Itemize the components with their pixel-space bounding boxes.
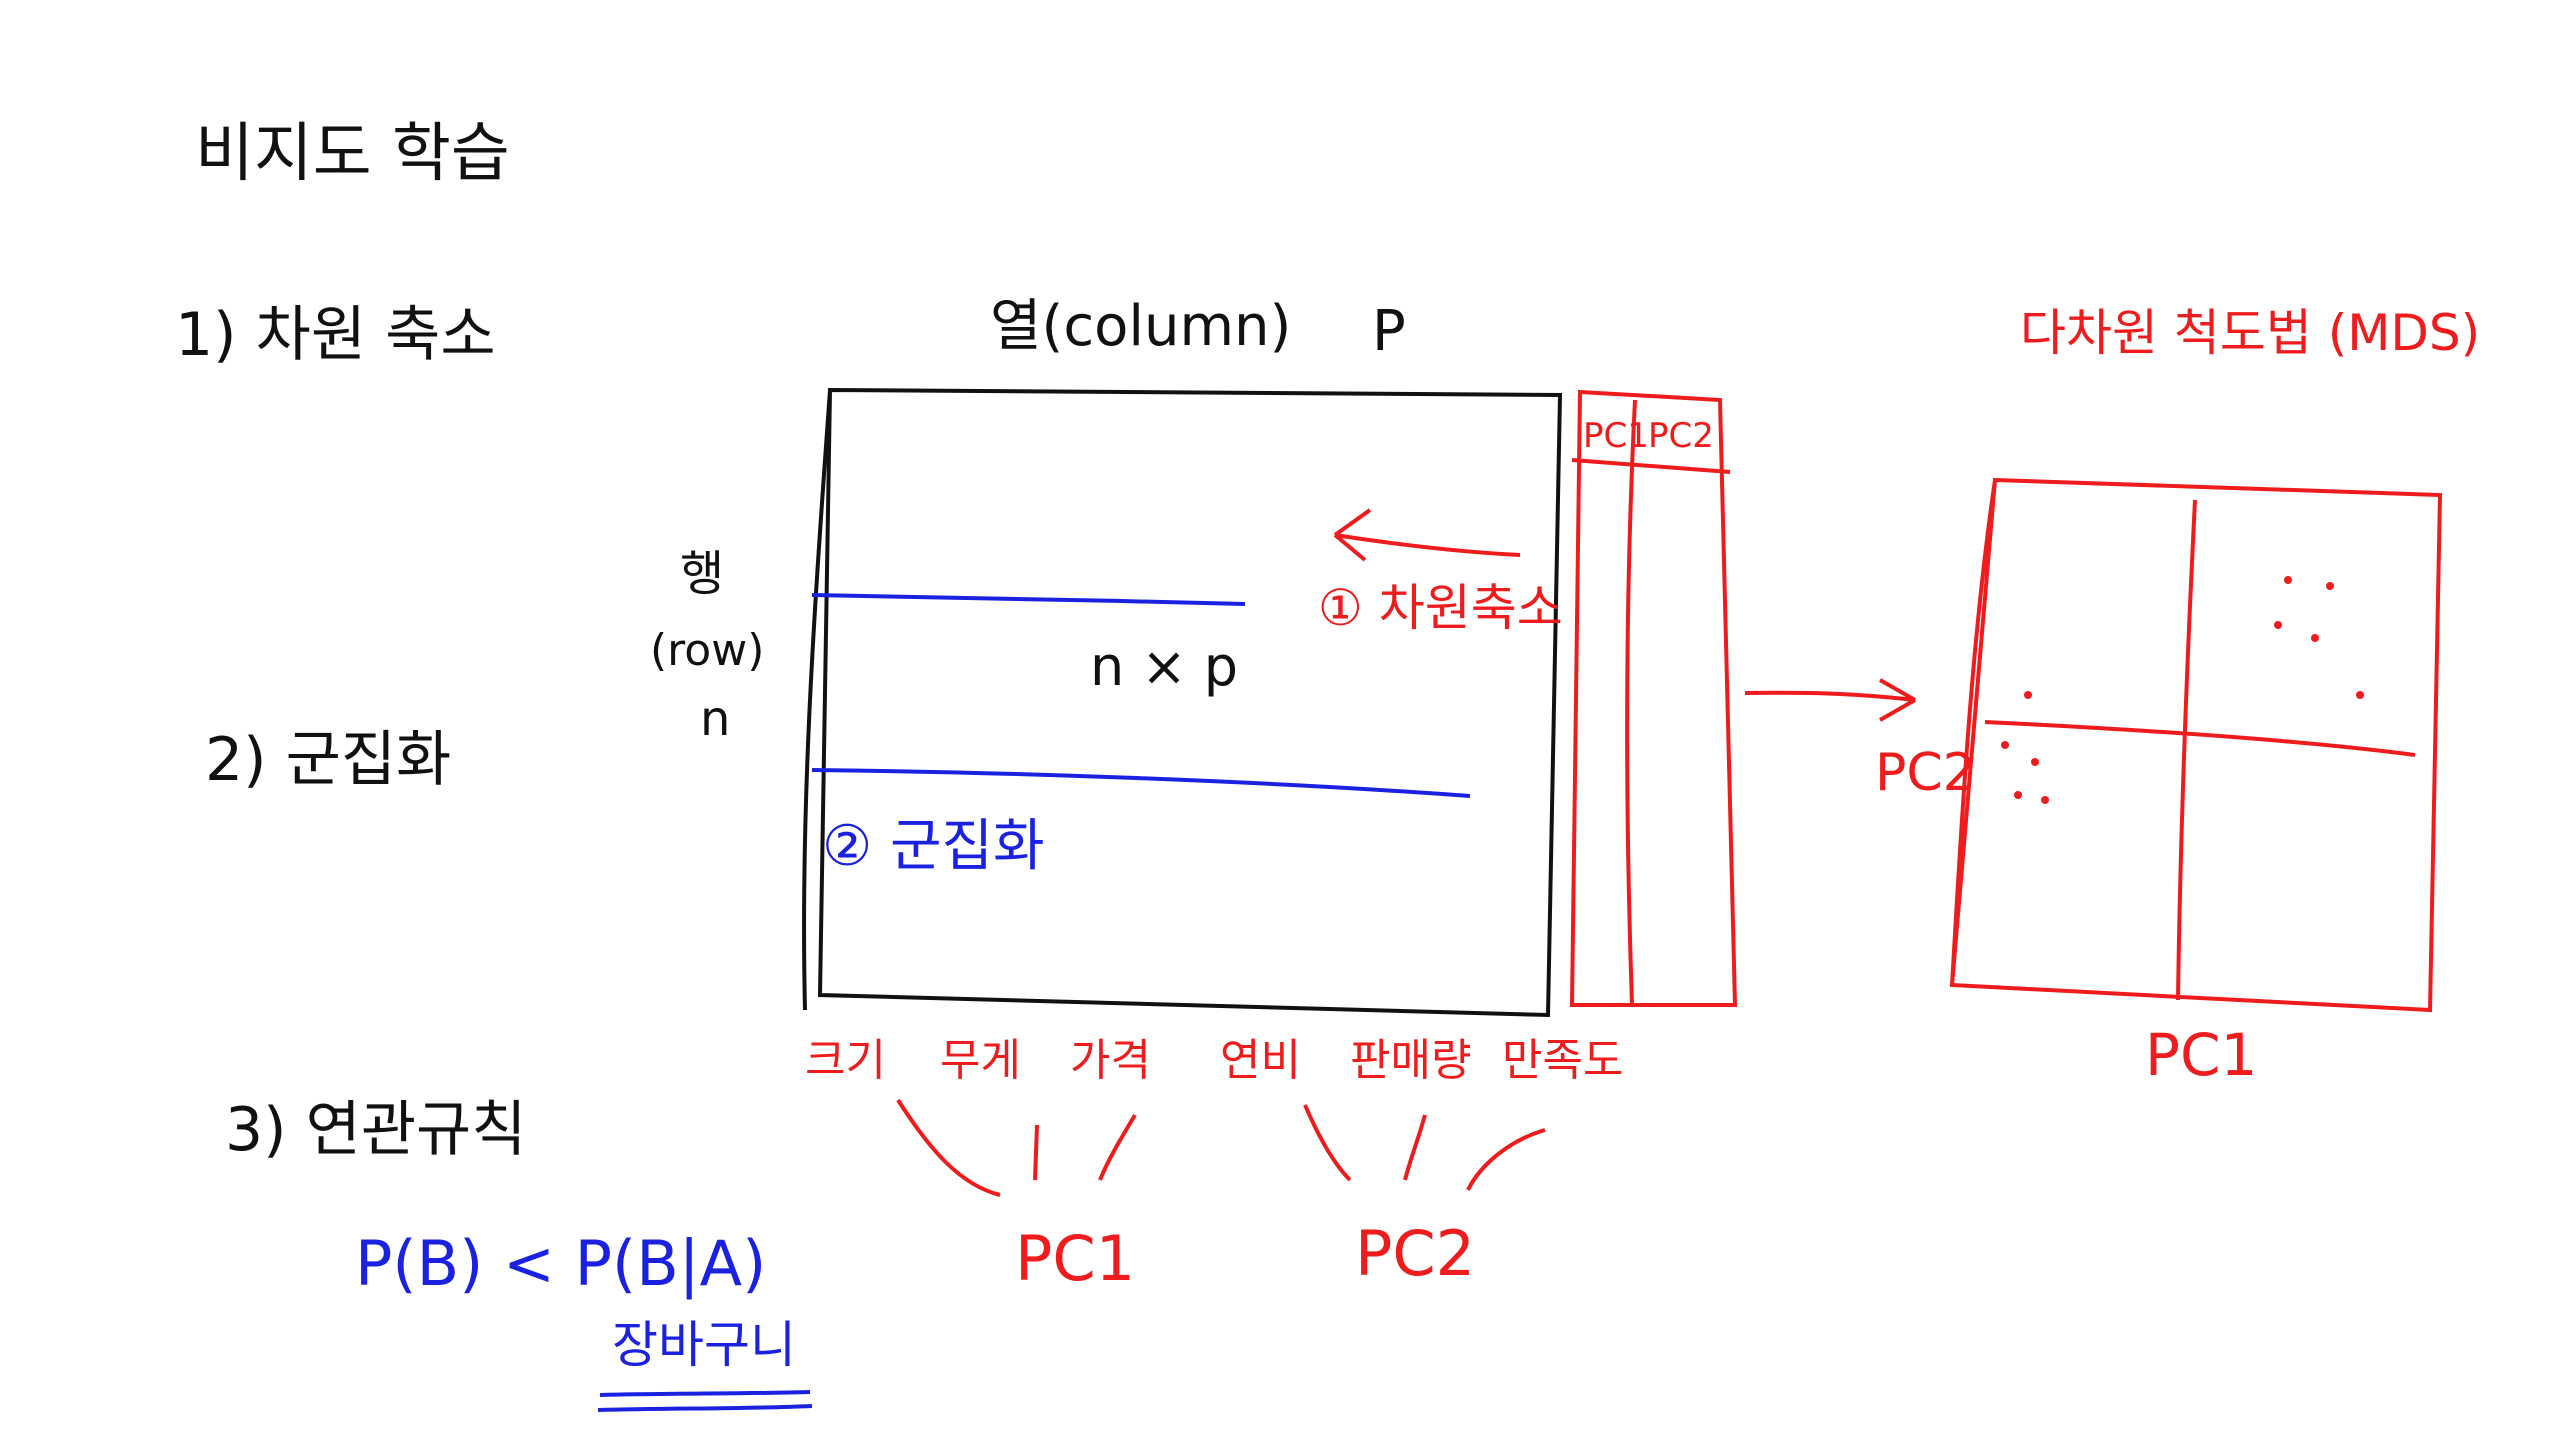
mds-point xyxy=(2274,621,2282,629)
feature-label: 판매량 xyxy=(1350,1035,1471,1086)
mds-title: 다차원 척도법 (MDS) xyxy=(2020,304,2480,362)
list-item-clustering: 2) 군집화 xyxy=(205,725,451,795)
mds-frame xyxy=(1949,477,2443,1013)
row-symbol: n xyxy=(700,691,730,747)
feature-label: 가격 xyxy=(1070,1035,1151,1086)
formula-note-text: 장바구니 xyxy=(612,1316,796,1374)
group-stroke xyxy=(1403,1114,1427,1181)
cluster-line-1 xyxy=(811,593,1246,606)
mds-points xyxy=(2001,576,2364,804)
mds-y-axis-label: PC2 xyxy=(1875,743,1976,803)
mds-point xyxy=(2041,796,2049,804)
mds-point xyxy=(2024,691,2032,699)
feature-label: 크기 xyxy=(805,1035,886,1086)
group-stroke xyxy=(1303,1104,1352,1182)
clustering-note: ② 군집화 xyxy=(822,814,1045,879)
mds-point xyxy=(2014,791,2022,799)
group-stroke xyxy=(1033,1124,1039,1181)
feature-label: 무게 xyxy=(940,1035,1021,1086)
title-text: 비지도 학습 xyxy=(195,117,510,191)
underline-1 xyxy=(599,1390,811,1397)
list-item-dimension-reduction: 1) 차원 축소 xyxy=(175,300,496,370)
list-item-association-rules: 3) 연관규칙 xyxy=(225,1095,526,1165)
group-label-pc1: PC1 xyxy=(1015,1222,1135,1295)
mds-point xyxy=(2031,758,2039,766)
pc-header-2: PC2 xyxy=(1648,416,1714,456)
mds-point xyxy=(2001,741,2009,749)
pc-columns-box xyxy=(1569,389,1738,1007)
mds-point xyxy=(2356,691,2364,699)
group-label-pc2: PC2 xyxy=(1355,1217,1475,1290)
cluster-line-2 xyxy=(811,768,1471,798)
column-symbol: P xyxy=(1372,299,1406,364)
column-label: 열(column) xyxy=(990,294,1291,359)
group-stroke xyxy=(1466,1128,1546,1191)
group-stroke xyxy=(896,1098,1001,1197)
mds-point xyxy=(2311,634,2319,642)
formula-text: P(B) < P(B|A) xyxy=(355,1227,766,1301)
underline-2 xyxy=(597,1404,813,1412)
dim-reduction-arrow xyxy=(1333,508,1521,562)
dim-reduction-note: ① 차원축소 xyxy=(1318,579,1563,637)
mds-x-axis-label: PC1 xyxy=(2145,1021,2257,1089)
mds-point xyxy=(2326,582,2334,590)
arrow-to-mds xyxy=(1744,678,1916,722)
mds-vertical-axis xyxy=(2176,499,2197,1001)
feature-label: 연비 xyxy=(1220,1035,1301,1086)
mds-horizontal-axis xyxy=(1984,720,2416,757)
row-label-2: (row) xyxy=(650,625,764,676)
matrix-border xyxy=(802,387,1563,1018)
mds-point xyxy=(2284,576,2292,584)
matrix-size-label: n × p xyxy=(1090,635,1238,698)
row-label-1: 행 xyxy=(680,546,724,602)
pc-header-1: PC1 xyxy=(1583,416,1649,456)
feature-label: 만족도 xyxy=(1502,1035,1623,1086)
group-stroke xyxy=(1098,1113,1137,1181)
